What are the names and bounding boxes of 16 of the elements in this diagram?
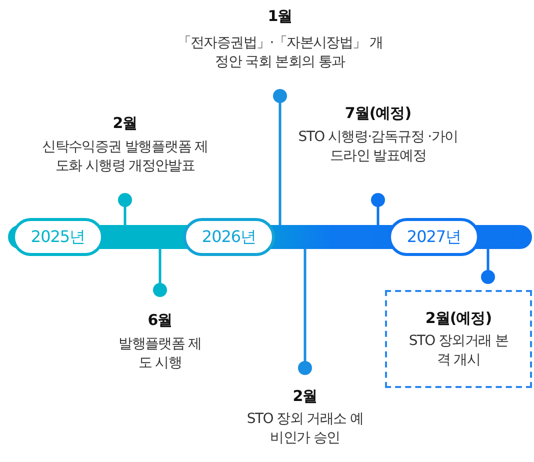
date-heading: 6월	[146, 310, 174, 330]
date-heading: 1월	[266, 6, 294, 26]
event-description: 「전자증권법」·「자본시장법」 개정안 국회 본회의 통과	[176, 34, 384, 72]
date-heading: 7월(예정)	[344, 103, 412, 124]
date-heading: 2월(예정)	[425, 308, 492, 328]
event-description: STO 장외거래 본격 개시	[408, 332, 510, 370]
event-description: 발행플랫폼 제도 시행	[118, 335, 202, 373]
year-label: 2026년	[183, 218, 275, 256]
date-heading: 2월	[292, 386, 318, 406]
event-description: 신탁수익증권 발행플랫폼 제도화 시행령 개정안발표	[41, 138, 209, 176]
event-box	[385, 290, 532, 388]
year-label: 2027년	[388, 218, 480, 256]
year-label: 2025년	[12, 218, 104, 256]
event-description: STO 시행령·감독규정 ·가이드라인 발표예정	[298, 128, 458, 166]
event-description: STO 장외 거래소 예비인가 승인	[246, 410, 364, 448]
date-heading: 2월	[112, 113, 138, 134]
